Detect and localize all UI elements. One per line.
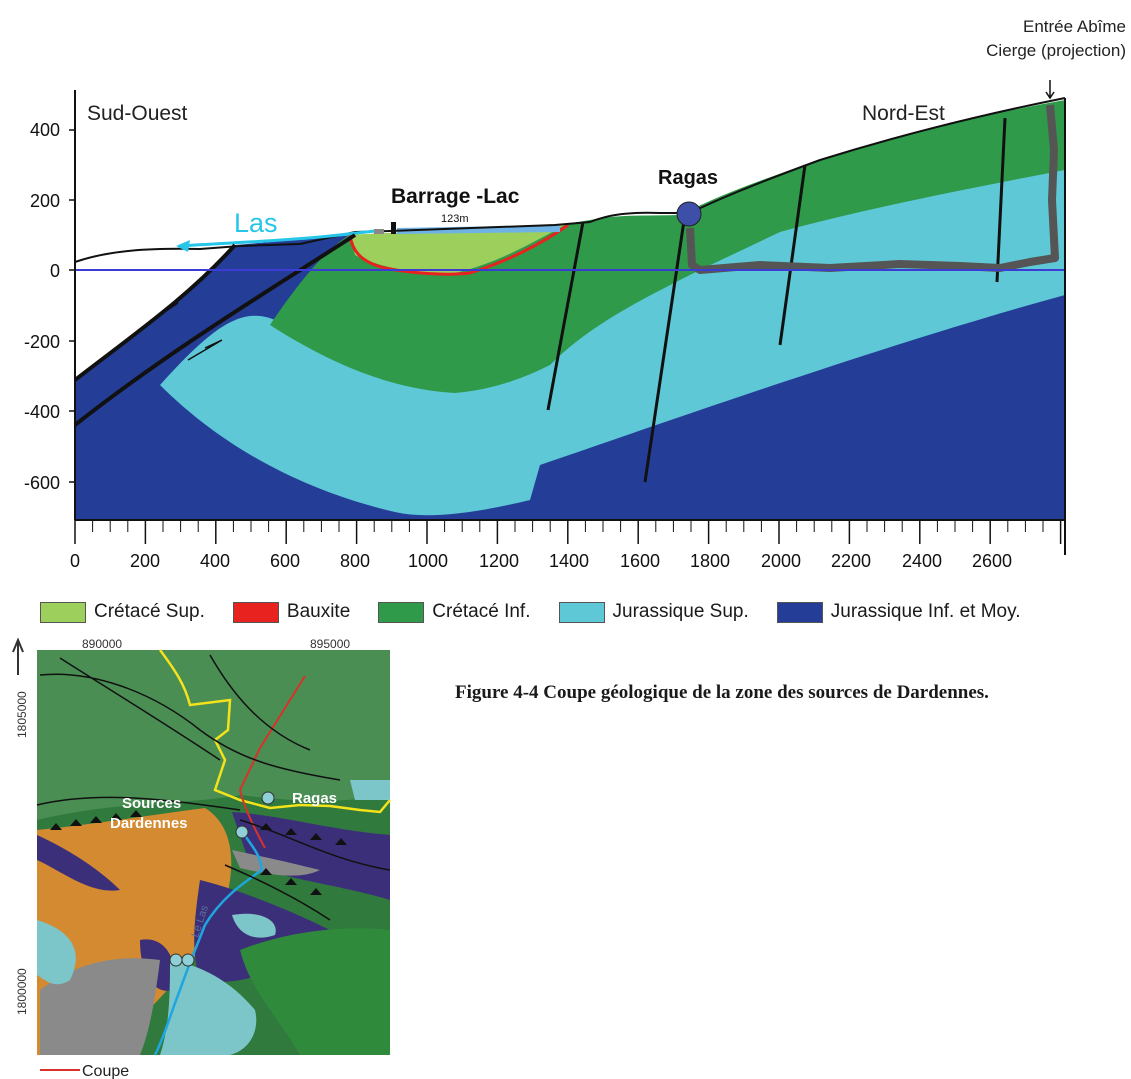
- x-tick-label: 600: [270, 551, 300, 571]
- legend-label: Bauxite: [286, 601, 351, 622]
- geological-cross-section: 400 200 0 -200 -400 -600 0 200 400 600 8…: [24, 17, 1126, 571]
- map-yellow-boundary: [158, 649, 391, 814]
- legend-item: Crétacé Sup.: [40, 601, 205, 623]
- dam-marker: [391, 222, 396, 234]
- map-spring-marker: [169, 953, 183, 967]
- river-las-line: [179, 229, 376, 248]
- map-coupe-line: [238, 675, 306, 849]
- legend-label: Crétacé Inf.: [432, 601, 531, 622]
- thrust-arrow-2: [187, 339, 223, 361]
- x-tick-label: 1000: [408, 551, 448, 571]
- legend: Crétacé Sup. Bauxite Crétacé Inf. Jurass…: [40, 596, 1120, 628]
- label-river-las: Las: [234, 208, 278, 238]
- map-label-ragas: Ragas: [292, 790, 337, 807]
- x-tick-label: 1200: [479, 551, 519, 571]
- x-tick-label: 0: [70, 551, 80, 571]
- legend-item: Bauxite: [232, 601, 351, 623]
- fault-2: [643, 213, 687, 483]
- x-tick-label: 1800: [690, 551, 730, 571]
- north-arrow-icon: [12, 637, 24, 675]
- x-tick-label: 2600: [972, 551, 1012, 571]
- layer-cretace-inf: [270, 100, 1065, 393]
- fault-1: [546, 221, 585, 411]
- map-spring-marker: [181, 953, 195, 967]
- x-tick-label: 2400: [902, 551, 942, 571]
- map-lightblue-zone: [37, 780, 390, 1055]
- x-tick-label: 1400: [549, 551, 589, 571]
- layer-cretace-sup: [350, 225, 565, 274]
- x-tick-label: 1600: [620, 551, 660, 571]
- legend-swatch-bauxite: [232, 601, 279, 623]
- map-y-tick-label: 1805000: [15, 691, 29, 738]
- map-label-sources-2: Dardennes: [110, 815, 188, 832]
- label-abime-2: Cierge (projection): [986, 41, 1126, 60]
- map-river-le-las: [153, 831, 264, 1056]
- abime-arrow-icon: [1045, 80, 1055, 100]
- legend-swatch-jurassique-sup: [558, 601, 605, 623]
- thrust-fault-2: [73, 233, 357, 427]
- fault-3: [778, 164, 807, 346]
- label-sud-ouest: Sud-Ouest: [87, 102, 188, 125]
- x-tick-marks: [74, 520, 1062, 544]
- map-x-tick-label: 890000: [82, 637, 122, 651]
- layer-jurassique-sup: [160, 170, 1065, 516]
- label-nord-est: Nord-Est: [862, 102, 945, 125]
- legend-item: Jurassique Inf. et Moy.: [776, 601, 1021, 623]
- map-green-zone: [37, 650, 390, 820]
- figure-caption: Figure 4-4 Coupe géologique de la zone d…: [455, 682, 989, 703]
- x-tick-label: 800: [340, 551, 370, 571]
- x-tick-label: 400: [200, 551, 230, 571]
- river-arrow-icon: [176, 240, 190, 252]
- x-tick-label: 2000: [761, 551, 801, 571]
- map-gray-zone: [40, 850, 320, 1055]
- fault-4: [995, 117, 1007, 283]
- legend-item: Crétacé Inf.: [378, 601, 531, 623]
- map-x-tick-label: 895000: [310, 637, 350, 651]
- map-green-hills: [240, 928, 390, 1055]
- y-tick-marks: [69, 129, 75, 483]
- y-tick-label: 200: [30, 191, 60, 211]
- x-tick-label: 200: [130, 551, 160, 571]
- label-ragas: Ragas: [658, 167, 718, 189]
- map-label-sources-1: Sources: [122, 795, 181, 812]
- dam-gray-marker: [374, 229, 384, 234]
- y-tick-label: 400: [30, 120, 60, 140]
- location-map: 890000 895000 1805000 1800000 Sources Da…: [12, 637, 391, 1079]
- map-y-tick-label: 1800000: [15, 968, 29, 1015]
- legend-label: Crétacé Sup.: [94, 601, 205, 622]
- layer-bauxite: [348, 223, 569, 276]
- map-sources-dardennes-marker: [235, 825, 249, 839]
- legend-swatch-cretace-sup: [40, 601, 86, 623]
- map-faults: [36, 654, 391, 921]
- legend-swatch-jurassique-inf-moy: [776, 601, 823, 623]
- legend-swatch-cretace-inf: [378, 601, 425, 623]
- ragas-node: [676, 201, 702, 227]
- legend-label: Jurassique Inf. et Moy.: [830, 601, 1021, 622]
- map-legend-coupe-label: Coupe: [82, 1063, 129, 1079]
- legend-item: Jurassique Sup.: [558, 601, 749, 623]
- legend-label: Jurassique Sup.: [612, 601, 749, 622]
- y-tick-label: -400: [24, 402, 60, 422]
- map-ragas-marker: [261, 791, 275, 805]
- y-tick-label: -200: [24, 332, 60, 352]
- thrust-arrow-1: [144, 302, 179, 326]
- x-tick-label: 2200: [831, 551, 871, 571]
- y-tick-label: 0: [50, 261, 60, 281]
- label-dam-width: 123m: [441, 213, 469, 225]
- label-abime-1: Entrée Abîme: [1023, 17, 1126, 36]
- map-thrust-teeth: [50, 810, 347, 895]
- label-dam: Barrage -Lac: [391, 185, 520, 208]
- y-tick-label: -600: [24, 473, 60, 493]
